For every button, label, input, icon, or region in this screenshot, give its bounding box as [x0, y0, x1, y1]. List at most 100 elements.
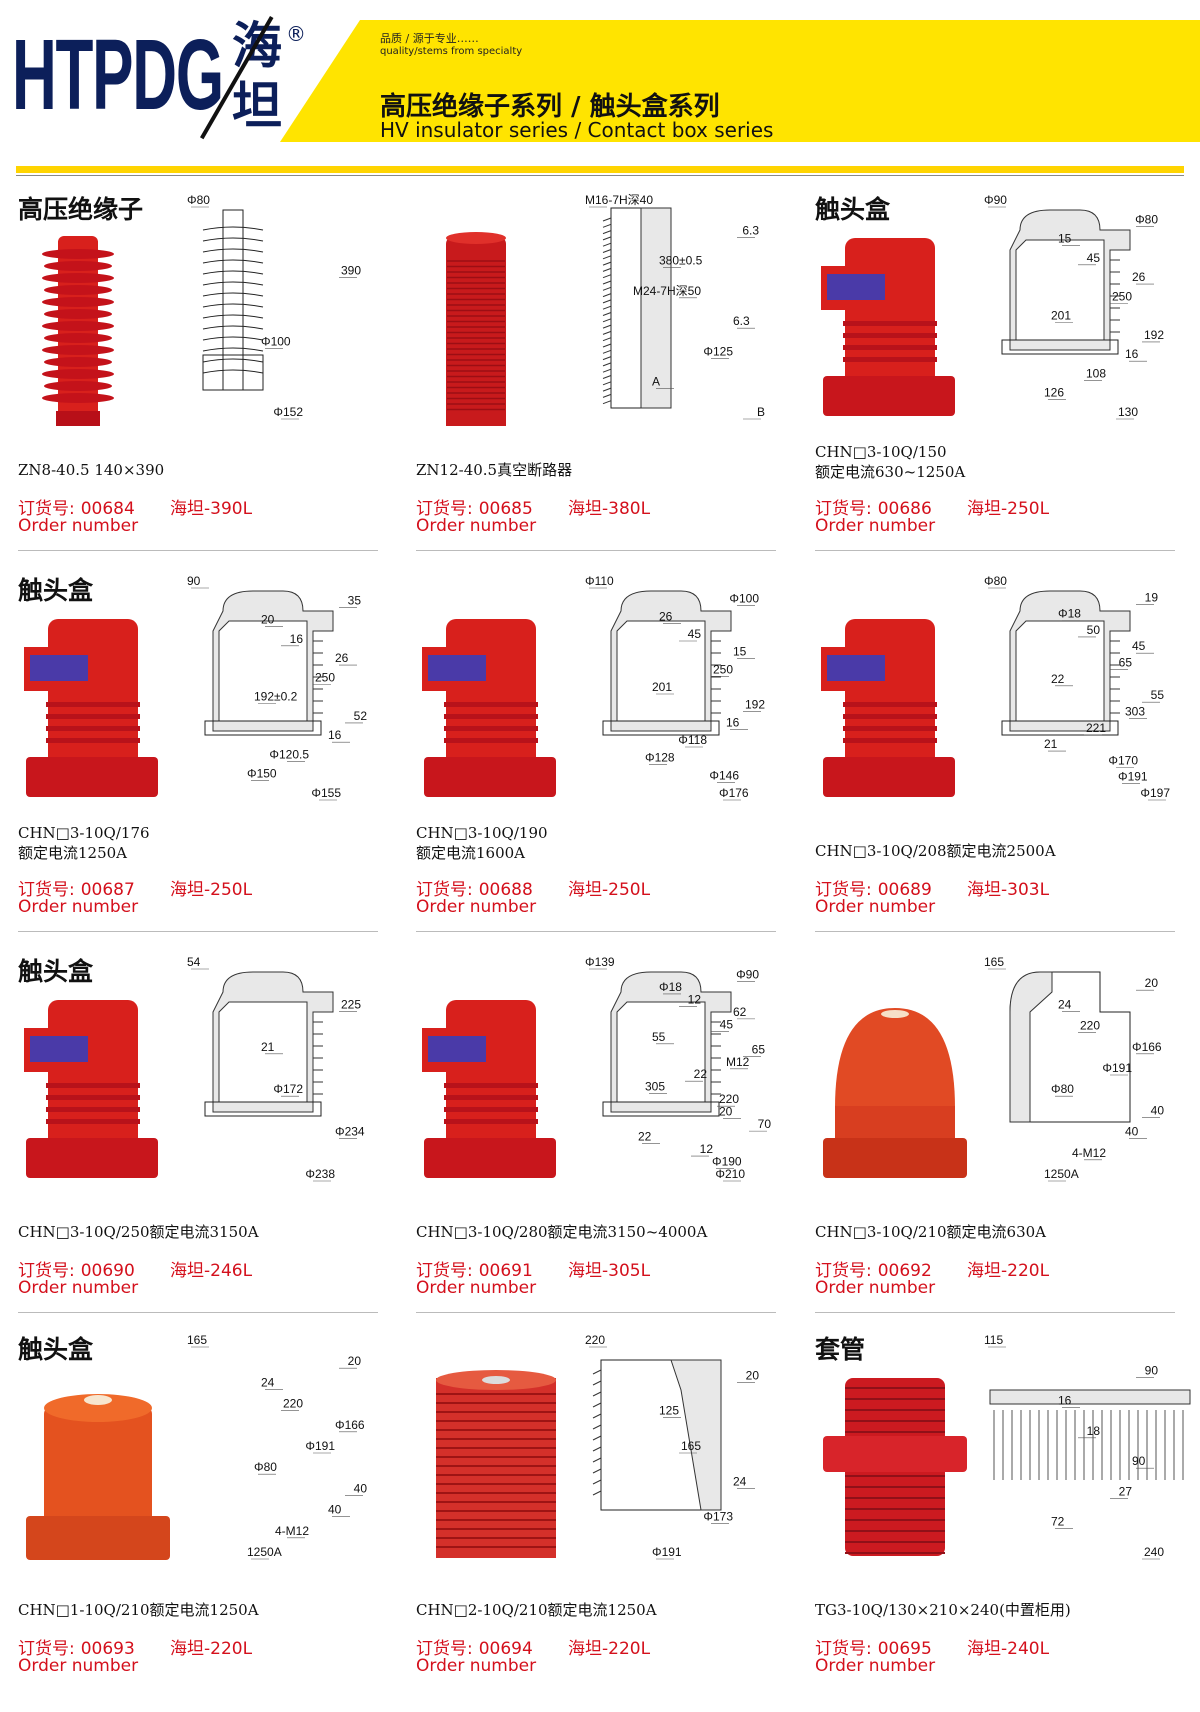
dimension-label: 192	[1144, 328, 1164, 342]
product-photo	[436, 1370, 556, 1558]
order-prefix: 订货号:	[416, 499, 473, 519]
technical-drawing: Φ139Φ90Φ181262455565M122230522020702212Φ…	[585, 955, 771, 1182]
dimension-label: 24	[261, 1375, 275, 1389]
dimension-label: 45	[1087, 251, 1101, 265]
dimension-label: B	[757, 405, 765, 419]
order-number-value: 00694	[478, 1639, 533, 1659]
dimension-label: 15	[1058, 232, 1072, 246]
dimension-label: M16-7H深40	[585, 193, 653, 207]
dimension-label: 201	[652, 680, 672, 694]
row-separator	[416, 550, 776, 551]
dimension-label: 90	[187, 574, 201, 588]
registered-mark: ®	[286, 22, 306, 46]
product-code: 海坦-305L	[568, 1261, 651, 1281]
category-heading: 触头盒	[18, 576, 94, 605]
product-photo	[24, 1000, 158, 1178]
brand-logo: HTPDG 海坦 ®	[0, 0, 360, 160]
dimension-label: 26	[659, 609, 673, 623]
dimension-label: 90	[1145, 1363, 1159, 1377]
product-photo	[823, 1008, 967, 1178]
order-prefix: 订货号:	[416, 880, 473, 900]
model-number: CHN□3-10Q/150	[815, 443, 947, 461]
dimension-label: 65	[752, 1042, 766, 1056]
dimension-label: Φ166	[335, 1418, 365, 1432]
dimension-label: Φ100	[261, 334, 291, 348]
dimension-label: 250	[1112, 289, 1132, 303]
header-yellow-band	[280, 20, 1200, 142]
dimension-label: Φ120.5	[269, 747, 309, 761]
dimension-label: 22	[1051, 672, 1065, 686]
dimension-label: 19	[1145, 590, 1159, 604]
logo-chinese: 海坦	[232, 17, 282, 135]
product-code: 海坦-220L	[170, 1639, 253, 1659]
order-number-label-en: Order number	[18, 516, 139, 536]
dimension-label: Φ18	[1058, 607, 1081, 621]
dimension-label: 220	[283, 1397, 303, 1411]
dimension-label: 55	[652, 1030, 666, 1044]
dimension-label: Φ190	[712, 1155, 742, 1169]
dimension-label: 16	[1058, 1394, 1072, 1408]
row-separator	[18, 1312, 378, 1313]
dimension-label: Φ146	[709, 768, 739, 782]
dimension-label: 45	[688, 627, 702, 641]
row-separator	[18, 550, 378, 551]
order-prefix: 订货号:	[815, 1261, 872, 1281]
tagline-cn: 品质 / 源于专业……	[380, 32, 479, 45]
order-prefix: 订货号:	[815, 499, 872, 519]
dimension-label: 220	[719, 1092, 739, 1106]
dimension-label: 20	[261, 613, 275, 627]
dimension-label: A	[652, 375, 660, 389]
dimension-label: 201	[1051, 309, 1071, 323]
dimension-label: Φ191	[305, 1439, 335, 1453]
dimension-label: 16	[726, 715, 740, 729]
order-number-label-en: Order number	[815, 516, 936, 536]
dimension-label: 45	[720, 1017, 734, 1031]
category-heading: 高压绝缘子	[18, 195, 144, 224]
order-number-label-en: Order number	[815, 1656, 936, 1676]
order-prefix: 订货号:	[815, 880, 872, 900]
model-number: TG3-10Q/130×210×240(中置柜用)	[815, 1601, 1071, 1619]
product-code: 海坦-390L	[170, 499, 253, 519]
dimension-label: 6.3	[742, 223, 759, 237]
order-number-label-en: Order number	[416, 1278, 537, 1298]
order-number-label-en: Order number	[18, 897, 139, 917]
dimension-label: 220	[585, 1333, 605, 1347]
dimension-label: Φ191	[652, 1545, 682, 1559]
dimension-label: 115	[984, 1333, 1003, 1347]
category-heading: 触头盒	[815, 195, 891, 224]
dimension-label: 40	[1125, 1125, 1139, 1139]
logo-latin: HTPDG	[12, 19, 224, 131]
dimension-label: 250	[315, 670, 335, 684]
dimension-label: 35	[348, 593, 362, 607]
product-code: 海坦-250L	[170, 880, 253, 900]
dimension-label: 1250A	[247, 1545, 282, 1559]
dimension-label: Φ125	[703, 344, 733, 358]
order-prefix: 订货号:	[18, 1261, 75, 1281]
order-number-value: 00688	[478, 880, 533, 900]
series-title-cn: 高压绝缘子系列 / 触头盒系列	[380, 92, 720, 122]
dimension-label: 27	[1119, 1484, 1133, 1498]
model-number: ZN8-40.5 140×390	[18, 461, 165, 479]
dimension-label: Φ191	[1118, 770, 1148, 784]
dimension-label: Φ118	[678, 733, 707, 747]
dimension-label: 40	[1151, 1103, 1165, 1117]
dimension-label: 12	[700, 1142, 714, 1156]
row-separator	[815, 1312, 1175, 1313]
